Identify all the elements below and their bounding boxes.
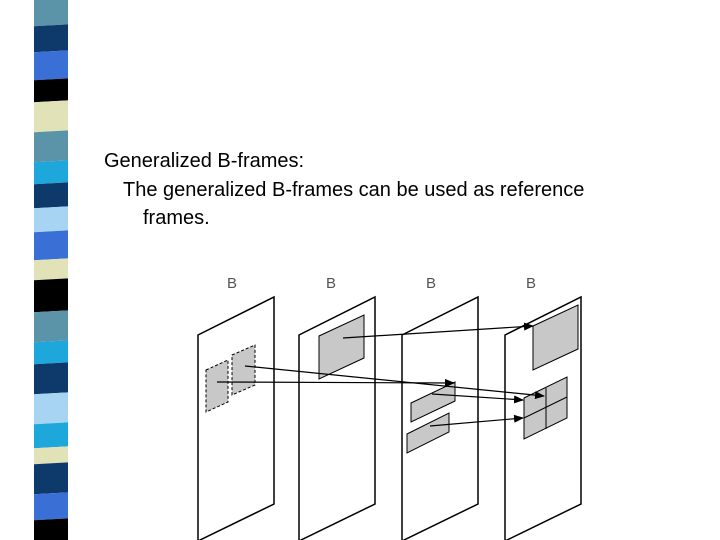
frame-label-2: B [326, 275, 336, 292]
decorative-stripe [0, 0, 80, 540]
frame-3-region-upper [410, 381, 456, 423]
frame-4-region-top [532, 304, 579, 371]
arrow-frame1-to-frame3 [216, 378, 455, 387]
frame-label-1: B [227, 275, 237, 292]
frame-2-region [318, 314, 365, 380]
arrow-frame2-to-frame4-top [342, 322, 534, 339]
frame-1 [197, 295, 275, 540]
frame-3 [401, 295, 479, 540]
frame-3-region-lower [406, 412, 450, 454]
frame-2 [298, 295, 376, 540]
reference-arrows [216, 322, 545, 427]
arrow-frame3-upper-to-frame4 [431, 393, 524, 404]
body-text-line-2: frames. [143, 207, 210, 229]
frame-1-region-left [205, 359, 229, 413]
frame-label-3: B [426, 275, 436, 292]
frame-label-4: B [526, 275, 536, 292]
frame-4 [504, 295, 582, 540]
arrow-frame3-lower-to-frame4 [429, 414, 524, 427]
arrow-frame1-to-frame4-grid [244, 365, 545, 400]
slide-heading: Generalized B-frames: [104, 150, 305, 172]
body-text-line-1: The generalized B-frames can be used as … [123, 179, 585, 201]
